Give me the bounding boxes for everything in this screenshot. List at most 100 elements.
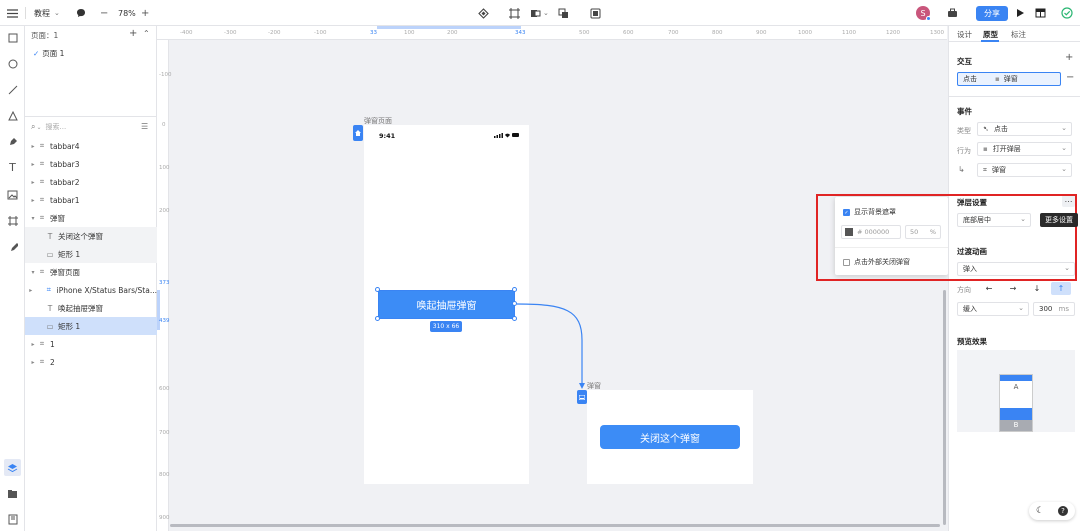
layer-row[interactable]: ▾⌗弹窗: [31, 213, 65, 223]
show-mask-option[interactable]: ✓ 显示背景遮罩: [843, 208, 896, 216]
more-settings-button[interactable]: ⋯: [1062, 195, 1075, 207]
team-icon[interactable]: [947, 0, 958, 26]
frame-icon: ⌗: [983, 165, 987, 174]
transition-select[interactable]: 弹入 ⌄: [957, 262, 1075, 276]
brush-tool-icon[interactable]: [4, 238, 21, 255]
direction-right-button[interactable]: →: [1009, 284, 1017, 293]
collapse-icon[interactable]: ⌃: [143, 29, 150, 38]
add-interaction-icon[interactable]: +: [1065, 52, 1074, 63]
bottom-toggles: ☾ ?: [1029, 502, 1075, 520]
rectangle-layer-icon: ▭: [46, 249, 54, 259]
triangle-tool-icon[interactable]: [4, 107, 21, 124]
ellipse-tool-icon[interactable]: [4, 55, 21, 72]
easing-select[interactable]: 缓入 ⌄: [957, 302, 1029, 316]
hamburger-icon[interactable]: [7, 0, 18, 26]
layer-search[interactable]: ⌕ ⌄ 搜索...: [31, 122, 66, 132]
tab-inspect[interactable]: 标注: [1011, 30, 1026, 39]
horizontal-scrollbar[interactable]: [170, 524, 940, 527]
frame-icon: ⌗: [39, 339, 45, 348]
duration-input[interactable]: 300 ms: [1033, 302, 1075, 316]
tab-prototype[interactable]: 原型: [983, 30, 998, 39]
component-icon[interactable]: [478, 0, 489, 26]
dimension-tag: 310 x 66: [430, 321, 462, 332]
zoom-in-icon[interactable]: +: [141, 7, 150, 19]
direction-down-button[interactable]: ↓: [1033, 284, 1041, 293]
event-type-select[interactable]: ➷ 点击 ⌄: [977, 122, 1072, 136]
zoom-level[interactable]: 78%: [118, 8, 136, 18]
tab-design[interactable]: 设计: [957, 30, 972, 39]
target-arrow-icon: ↳: [958, 165, 965, 174]
chevron-down-icon[interactable]: ⌄: [54, 9, 60, 17]
frame-icon: ⌗: [39, 195, 45, 204]
checkbox-checked[interactable]: ✓: [843, 208, 850, 216]
layer-row[interactable]: ▭矩形 1: [25, 245, 157, 263]
assets-icon[interactable]: [4, 485, 21, 502]
status-icons: [494, 132, 520, 138]
line-tool-icon[interactable]: [4, 81, 21, 98]
layout-icon[interactable]: [1035, 0, 1046, 26]
moon-icon[interactable]: ☾: [1035, 506, 1045, 516]
frame-label-phone[interactable]: 弹窗页面: [364, 117, 392, 125]
prototype-connection-arrow[interactable]: [515, 300, 595, 395]
preview-label-a: A: [1013, 383, 1019, 391]
layer-row[interactable]: ▸⌗1: [31, 339, 55, 349]
frame-label-popup[interactable]: 弹窗: [587, 382, 601, 390]
pen-tool-icon[interactable]: [4, 133, 21, 150]
rectangle-tool-icon[interactable]: [4, 29, 21, 46]
layer-row[interactable]: ▸⌗2: [31, 357, 55, 367]
event-action-select[interactable]: ▪ 打开弹层 ⌄: [977, 142, 1072, 156]
layer-row[interactable]: ▾⌗弹窗页面: [31, 267, 80, 277]
checkbox-unchecked[interactable]: [843, 258, 850, 266]
comment-icon[interactable]: [76, 0, 86, 26]
text-tool-icon[interactable]: T: [9, 161, 16, 174]
mask-opacity-input[interactable]: 50 %: [905, 225, 941, 239]
position-select[interactable]: 底部居中 ⌄: [957, 213, 1031, 227]
layer-row[interactable]: ▸⌗tabbar2: [31, 177, 80, 187]
layer-row[interactable]: ▸⌗iPhone X/Status Bars/Sta...: [29, 285, 157, 295]
close-on-outside-option[interactable]: 点击外部关闭弹窗: [843, 257, 910, 267]
page-count-label: 页面：1: [31, 31, 59, 40]
image-tool-icon[interactable]: [4, 186, 21, 203]
layer-row[interactable]: ▸⌗tabbar4: [31, 141, 80, 151]
library-icon[interactable]: [4, 511, 21, 528]
event-target-select[interactable]: ⌗ 弹窗 ⌄: [977, 163, 1072, 177]
add-page-icon[interactable]: +: [129, 28, 138, 39]
play-icon[interactable]: [1016, 0, 1025, 26]
layer-row[interactable]: ▸⌗tabbar3: [31, 159, 80, 169]
remove-interaction-icon[interactable]: −: [1066, 72, 1075, 83]
filter-icon[interactable]: ☰: [141, 122, 149, 131]
layer-row[interactable]: ▸⌗tabbar1: [31, 195, 80, 205]
help-icon[interactable]: ?: [1058, 506, 1068, 516]
layer-row-selected[interactable]: ▭矩形 1: [25, 317, 157, 335]
close-popup-button[interactable]: 关闭这个弹窗: [600, 425, 740, 449]
direction-left-button[interactable]: ←: [985, 284, 993, 293]
layers-panel: 页面：1 + ⌃ ✓ 页面 1 ⌕ ⌄ 搜索... ☰ ▸⌗tabbar4 ▸⌗…: [25, 26, 157, 531]
vertical-scrollbar[interactable]: [943, 290, 946, 525]
frame-tool-icon[interactable]: [509, 0, 520, 26]
boolean-icon[interactable]: ⌄: [530, 0, 549, 26]
open-drawer-button[interactable]: 唤起抽屉弹窗: [378, 290, 515, 319]
frame-tool-icon-left[interactable]: [4, 212, 21, 229]
preview-area: A B: [957, 350, 1075, 432]
search-icon: ⌕: [31, 122, 36, 131]
online-indicator: [926, 16, 931, 21]
check-icon: ✓: [33, 49, 40, 58]
mask-color-input[interactable]: # 000000: [841, 225, 901, 239]
popup-target-icon[interactable]: [577, 390, 587, 404]
interaction-item[interactable]: 点击 ▪ 弹窗: [957, 72, 1061, 86]
search-input[interactable]: 搜索...: [45, 123, 67, 131]
layers-icon[interactable]: [4, 459, 21, 476]
direction-up-button[interactable]: ↑: [1051, 282, 1071, 295]
home-flag-icon[interactable]: [353, 125, 363, 141]
project-name[interactable]: 教程: [34, 8, 50, 18]
share-button[interactable]: 分享: [976, 6, 1008, 21]
page-item[interactable]: ✓ 页面 1: [33, 49, 65, 58]
preview-label-b: B: [1000, 420, 1032, 431]
preview-frame-icon[interactable]: [590, 0, 601, 26]
zoom-out-icon[interactable]: −: [100, 7, 109, 19]
color-swatch[interactable]: [845, 228, 853, 236]
mask-icon[interactable]: [558, 0, 569, 26]
canvas[interactable]: [157, 26, 947, 531]
